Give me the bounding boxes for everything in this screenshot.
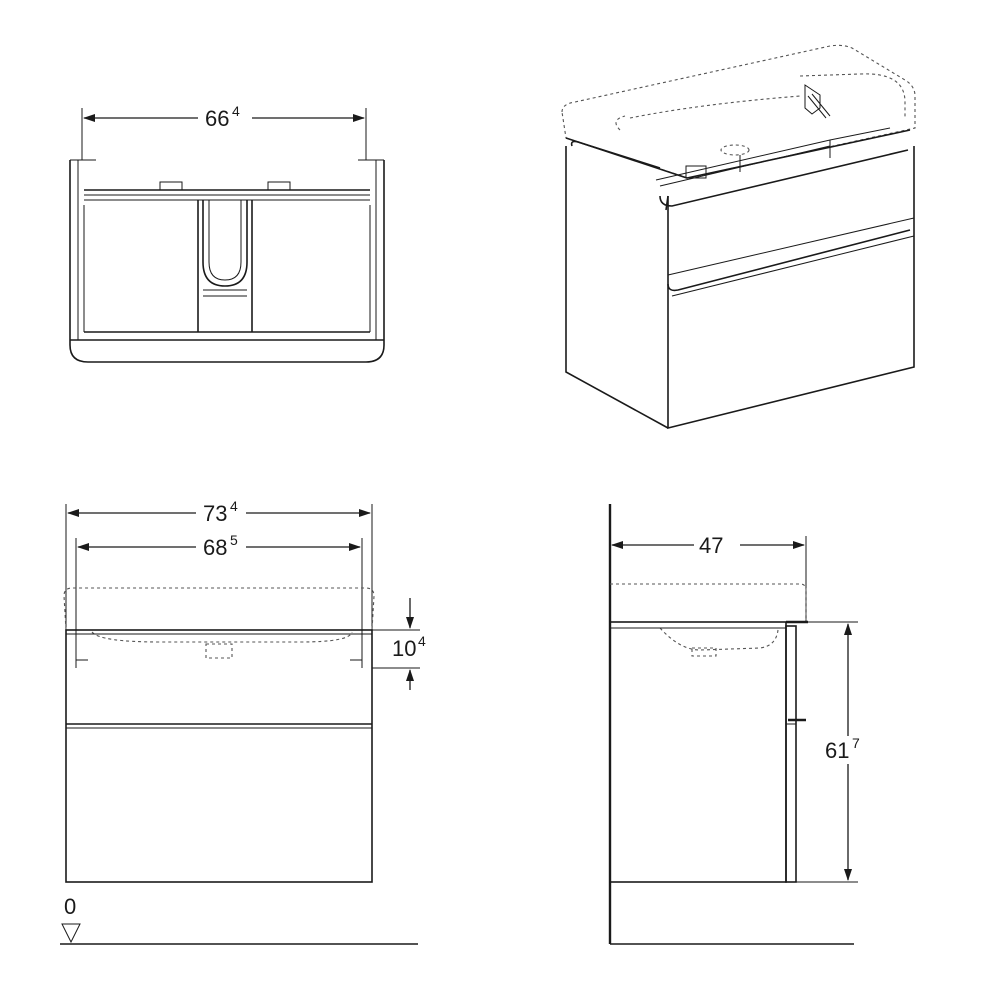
dim-top-width-main: 66: [205, 106, 229, 131]
dim-side-height-sup: 7: [852, 735, 860, 751]
dim-top-width-sup: 4: [232, 103, 240, 119]
dim-front-overall-sup: 4: [230, 498, 238, 514]
dimension-top-width: 66 4: [81, 103, 367, 160]
top-view: 66 4: [69, 103, 385, 363]
side-view: 47 61 7: [608, 504, 860, 945]
dim-side-depth-main: 47: [699, 533, 723, 558]
dim-height-offset-main: 10: [392, 636, 416, 661]
dim-side-height-main: 61: [825, 738, 849, 763]
dim-height-offset-sup: 4: [418, 633, 426, 649]
dimension-side-height: 61 7: [796, 621, 860, 883]
isometric-view: [561, 44, 916, 430]
dimension-front-height-offset: 10 4: [372, 598, 426, 690]
dimension-front-inner-width: 68 5: [75, 532, 363, 668]
dim-front-overall-main: 73: [203, 501, 227, 526]
dimension-front-overall-width: 73 4: [65, 498, 373, 630]
dim-front-inner-sup: 5: [230, 532, 238, 548]
dim-front-inner-main: 68: [203, 535, 227, 560]
floor-level-label: 0: [64, 894, 76, 919]
floor-level-marker-icon: [61, 923, 81, 944]
dimension-side-depth: 47: [611, 533, 807, 622]
front-view: 73 4 68 5 10 4: [60, 498, 426, 945]
